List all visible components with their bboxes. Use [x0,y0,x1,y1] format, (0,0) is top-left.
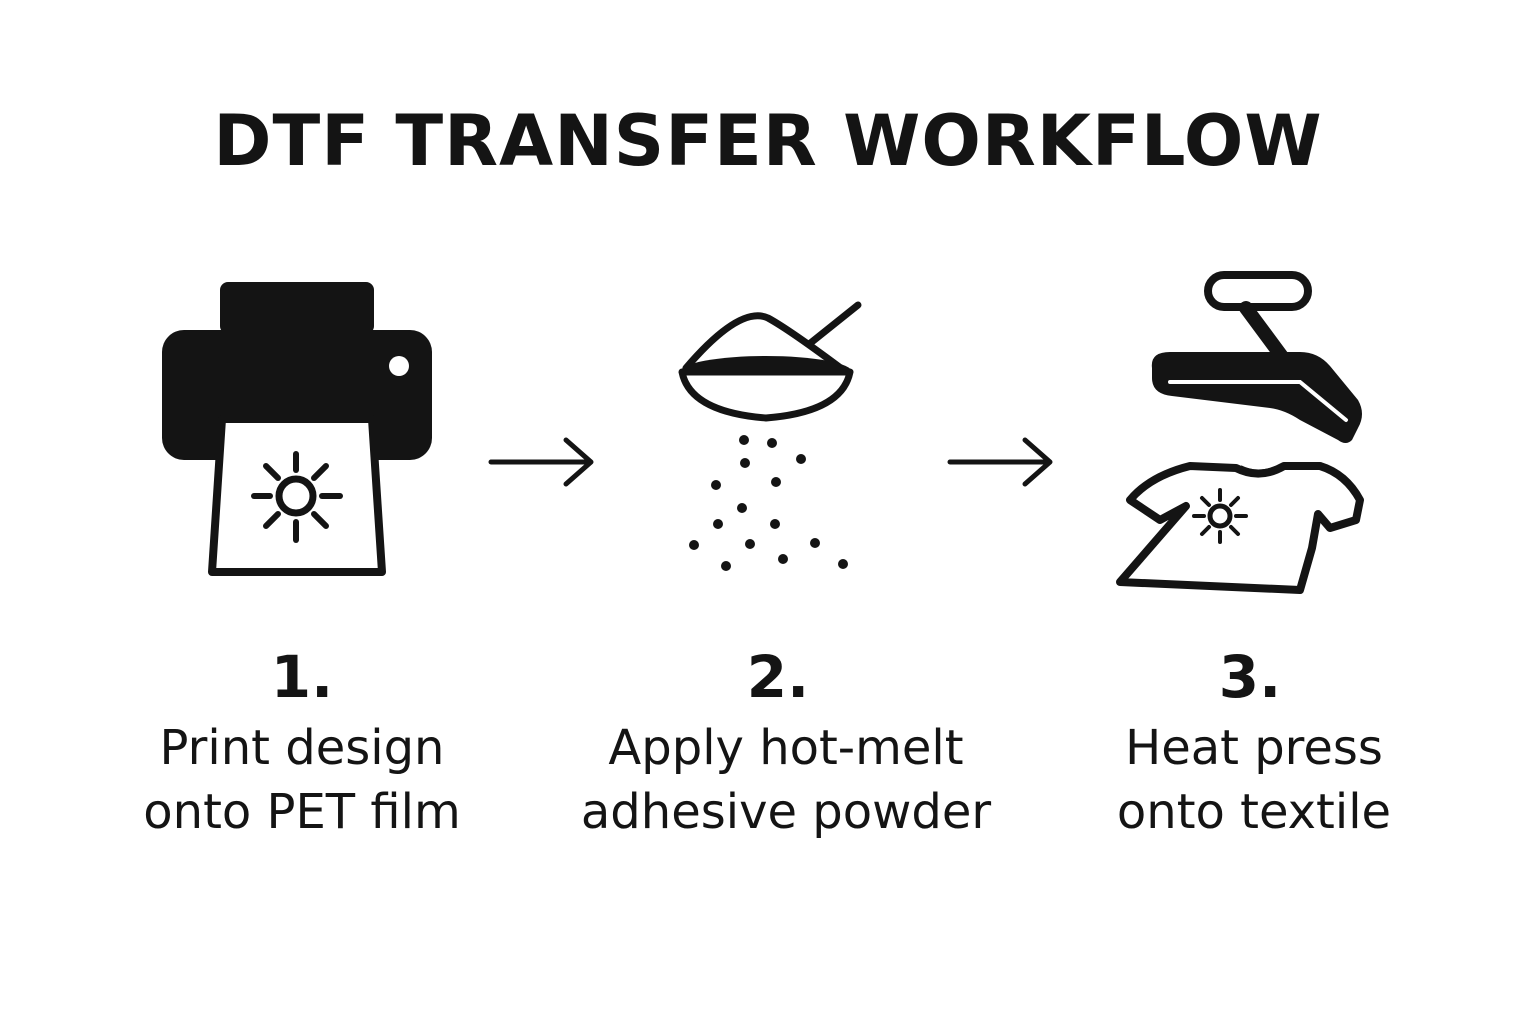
step-description-1: Print design onto PET film [52,716,552,844]
diagram-title: DTF TRANSFER WORKFLOW [213,100,1323,182]
step-number-2: 2. [746,643,810,711]
powder-bowl-icon [670,296,865,576]
step-number-3: 3. [1218,643,1282,711]
heat-press-icon [1110,270,1370,600]
step-description-line: Heat press [1125,720,1383,776]
printer-icon [160,280,435,580]
step-description-line: onto textile [1116,784,1392,840]
step-description-line: Apply hot-melt [608,720,964,776]
step-description-line: adhesive powder [580,784,992,840]
step-description-line: onto PET film [143,784,461,840]
step-description-2: Apply hot-melt adhesive powder [536,716,1036,844]
arrow-right-icon [486,436,598,494]
step-description-3: Heat press onto textile [1004,716,1504,844]
step-number-1: 1. [270,643,334,711]
arrow-right-icon [945,436,1057,494]
step-description-line: Print design [159,720,445,776]
